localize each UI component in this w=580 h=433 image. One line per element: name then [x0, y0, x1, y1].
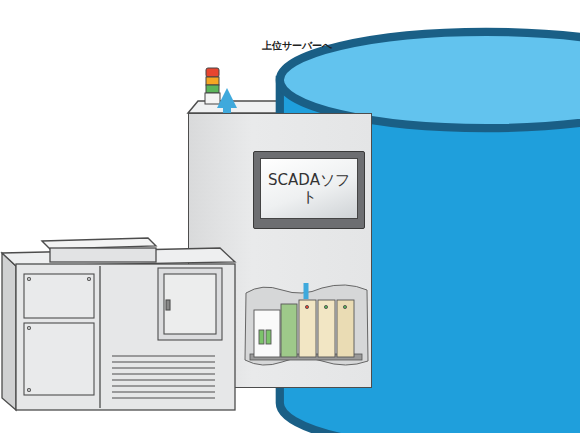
plc-rail-part [250, 354, 362, 360]
control-box-part [166, 300, 170, 310]
server-label: 上位サーバーへ [262, 39, 332, 53]
machine-doors-part [24, 274, 94, 318]
plc-modules-part [305, 305, 308, 308]
signal-tower-part [206, 85, 219, 93]
control-box [158, 268, 222, 340]
machine-body-part [2, 253, 16, 410]
vent-louvers-part [112, 367, 215, 368]
machine-body [2, 238, 235, 410]
plc-modules-part [254, 310, 280, 357]
signal-tower-part [206, 68, 219, 77]
plc-modules [254, 300, 354, 357]
plc-modules-part [259, 330, 264, 344]
machine-doors-part [88, 278, 91, 281]
plc-modules-part [337, 300, 354, 357]
plc-modules-part [318, 300, 335, 357]
machine-doors [24, 274, 94, 395]
vent-louvers-part [112, 385, 215, 386]
machine-body-part [99, 266, 100, 408]
plc-modules-part [324, 305, 327, 308]
vent-louvers-part [112, 355, 215, 356]
plc-signal-arrow-part [304, 283, 309, 299]
vent-louvers-part [112, 379, 215, 380]
database-server: 上位サーバーへ [196, 25, 258, 88]
plc-cutaway [245, 285, 368, 365]
control-box-part [164, 274, 216, 334]
plc-modules-part [299, 300, 316, 357]
vent-louvers-part [112, 373, 215, 374]
machine-doors-part [28, 389, 31, 392]
screen-text: SCADAソフト [261, 172, 357, 205]
monitor-screen: SCADAソフト [260, 158, 358, 219]
plc-cutaway-part [245, 285, 368, 365]
plc-signal-arrow [306, 283, 307, 299]
vent-louvers [112, 356, 215, 398]
machine-body-part [2, 248, 235, 266]
monitor-bezel: SCADAソフト [253, 151, 365, 229]
plc-modules-part [281, 304, 297, 357]
control-cabinet: SCADAソフト [188, 113, 372, 388]
control-box-part [158, 268, 222, 340]
signal-tower-part [206, 77, 219, 85]
machine-doors-part [28, 327, 31, 330]
vent-louvers-part [112, 397, 215, 398]
signal-tower-part [205, 93, 220, 104]
machine-doors-part [24, 323, 94, 395]
signal-tower [205, 68, 220, 104]
plc-modules-part [266, 330, 271, 344]
machine-body-part [50, 248, 156, 262]
machine-body-part [16, 264, 235, 410]
vent-louvers-part [112, 361, 215, 362]
machine-body-part [42, 238, 156, 249]
plc-rail [250, 354, 362, 360]
data-flow-arrow [223, 108, 231, 113]
plc-modules-part [343, 305, 346, 308]
vent-louvers-part [112, 391, 215, 392]
machine-doors-part [28, 278, 31, 281]
